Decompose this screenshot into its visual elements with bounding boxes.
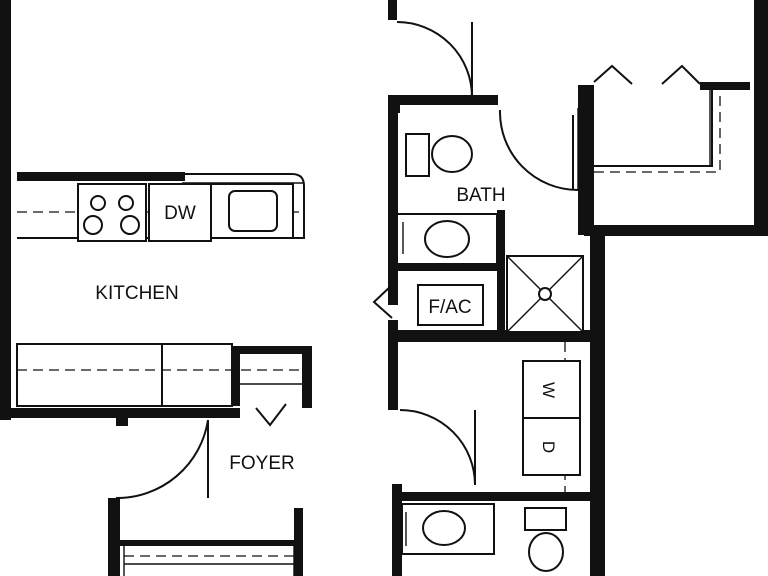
bath-sink: [424, 220, 470, 258]
laundry: W D: [522, 342, 581, 492]
kitchen-lower-counter: [16, 343, 163, 407]
floor-drain: [538, 287, 552, 301]
wall-right-exterior: [754, 0, 768, 236]
furnace-ac-label: F/AC: [428, 297, 471, 318]
wall-bath-top-left: [388, 103, 400, 113]
fac-access-arrow: [372, 284, 393, 319]
door-top-swing: [396, 21, 473, 98]
lower-bath-sink: [422, 510, 466, 546]
bath-label: BATH: [456, 185, 505, 206]
kitchen-label: KITCHEN: [95, 283, 178, 304]
door-laundry-swing: [399, 409, 476, 486]
kitchen-sink: [228, 190, 278, 232]
wall-central-mid: [388, 95, 398, 305]
wall-bath-mid-horizontal: [397, 263, 505, 271]
range-burner-3: [83, 215, 103, 235]
doors: [115, 21, 701, 500]
wall-foyer-right-post: [294, 508, 303, 576]
closet-top-right: [594, 90, 721, 173]
range-burner-1: [90, 195, 106, 211]
wall-laundry-bottom: [397, 492, 597, 501]
dishwasher-label: DW: [164, 203, 196, 224]
coat-closet-bifold: [255, 403, 287, 427]
lower-bath: [401, 503, 567, 572]
foyer-label: FOYER: [229, 453, 294, 474]
wall-foyer-left: [108, 498, 120, 576]
wall-tub-right: [497, 210, 505, 335]
refrigerator: [161, 343, 233, 407]
closet-rod: [594, 90, 721, 173]
closet-bifold-left: [593, 64, 633, 85]
kitchen-upper-counter: [17, 173, 305, 239]
toilet-tank-upper: [405, 133, 430, 177]
toilet-tank-lower: [524, 507, 567, 531]
closet-bifold-right: [661, 64, 701, 85]
wall-coat-right: [302, 346, 312, 408]
wall-central-bottom: [392, 484, 402, 576]
wall-right-vertical: [590, 230, 605, 576]
bath: BATH F/AC: [396, 133, 584, 333]
toilet-bowl-lower: [528, 532, 564, 572]
wall-foyer-bottom-shelf: [120, 540, 298, 546]
range-burner-2: [118, 195, 134, 211]
wall-bath-right: [578, 85, 588, 235]
closet-shelf-outer: [594, 90, 713, 167]
dryer-label: D: [539, 441, 558, 453]
kitchen-upper-counter-wall: [17, 172, 185, 181]
wall-kitchen-bottom-stub: [116, 408, 128, 426]
wall-left-exterior: [0, 0, 11, 420]
dryer: [522, 417, 581, 476]
wall-central-top: [388, 0, 397, 20]
washer-label: W: [539, 382, 558, 398]
wall-coat-left: [232, 346, 240, 406]
wall-central-low: [388, 320, 398, 410]
range-burner-4: [120, 215, 140, 235]
wall-closet-left: [584, 85, 594, 230]
furnace-ac: [417, 284, 484, 326]
wall-closet-top-right: [700, 82, 750, 90]
washer: [522, 360, 581, 419]
door-bath-swing: [498, 109, 579, 191]
door-entry-swing: [115, 419, 209, 500]
wall-coat-top: [232, 346, 312, 354]
toilet-bowl-upper: [431, 135, 473, 173]
kitchen: DW KITCHEN: [16, 172, 305, 407]
wall-closet-bottom: [584, 225, 768, 236]
foyer: FOYER: [123, 453, 295, 576]
wall-bath-top: [388, 95, 498, 105]
